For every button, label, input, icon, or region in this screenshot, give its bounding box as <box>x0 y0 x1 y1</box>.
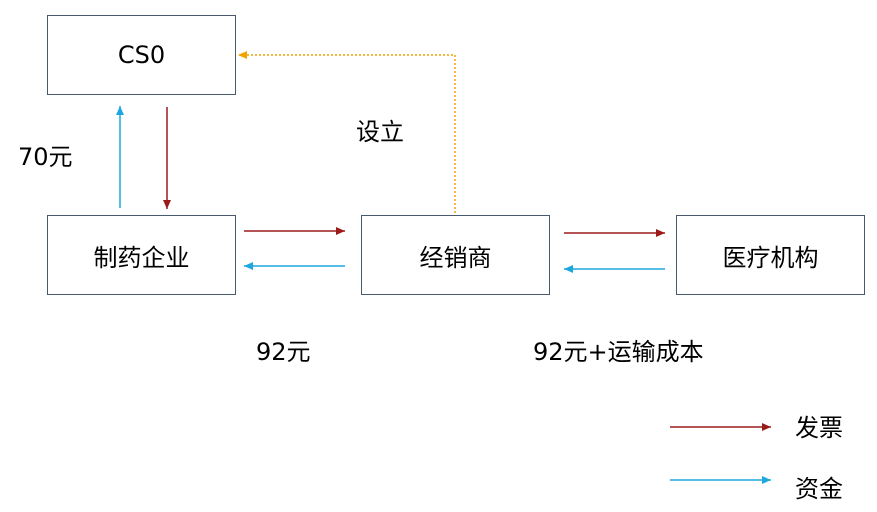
cso-node-label: CS0 <box>117 41 166 69</box>
distributor-node-label: 经销商 <box>419 243 492 272</box>
setup-arrow-distributor-to-cso <box>238 51 456 213</box>
medical-payment-label: 92元+运输成本 <box>533 338 704 366</box>
cso-payment-label: 70元 <box>18 143 73 171</box>
setup-label: 设立 <box>356 118 404 146</box>
distributor-node: 经销商 <box>361 215 550 295</box>
pharma-payment-label: 92元 <box>256 338 311 366</box>
pharma-company-node-label: 制药企业 <box>93 243 190 272</box>
medical-institution-node: 医疗机构 <box>676 215 865 295</box>
legend-funds-label: 资金 <box>795 475 843 503</box>
medical-institution-node-label: 医疗机构 <box>722 243 819 272</box>
pharma-company-node: 制药企业 <box>47 215 236 295</box>
legend-invoice-label: 发票 <box>795 414 843 442</box>
cso-node: CS0 <box>47 15 236 95</box>
